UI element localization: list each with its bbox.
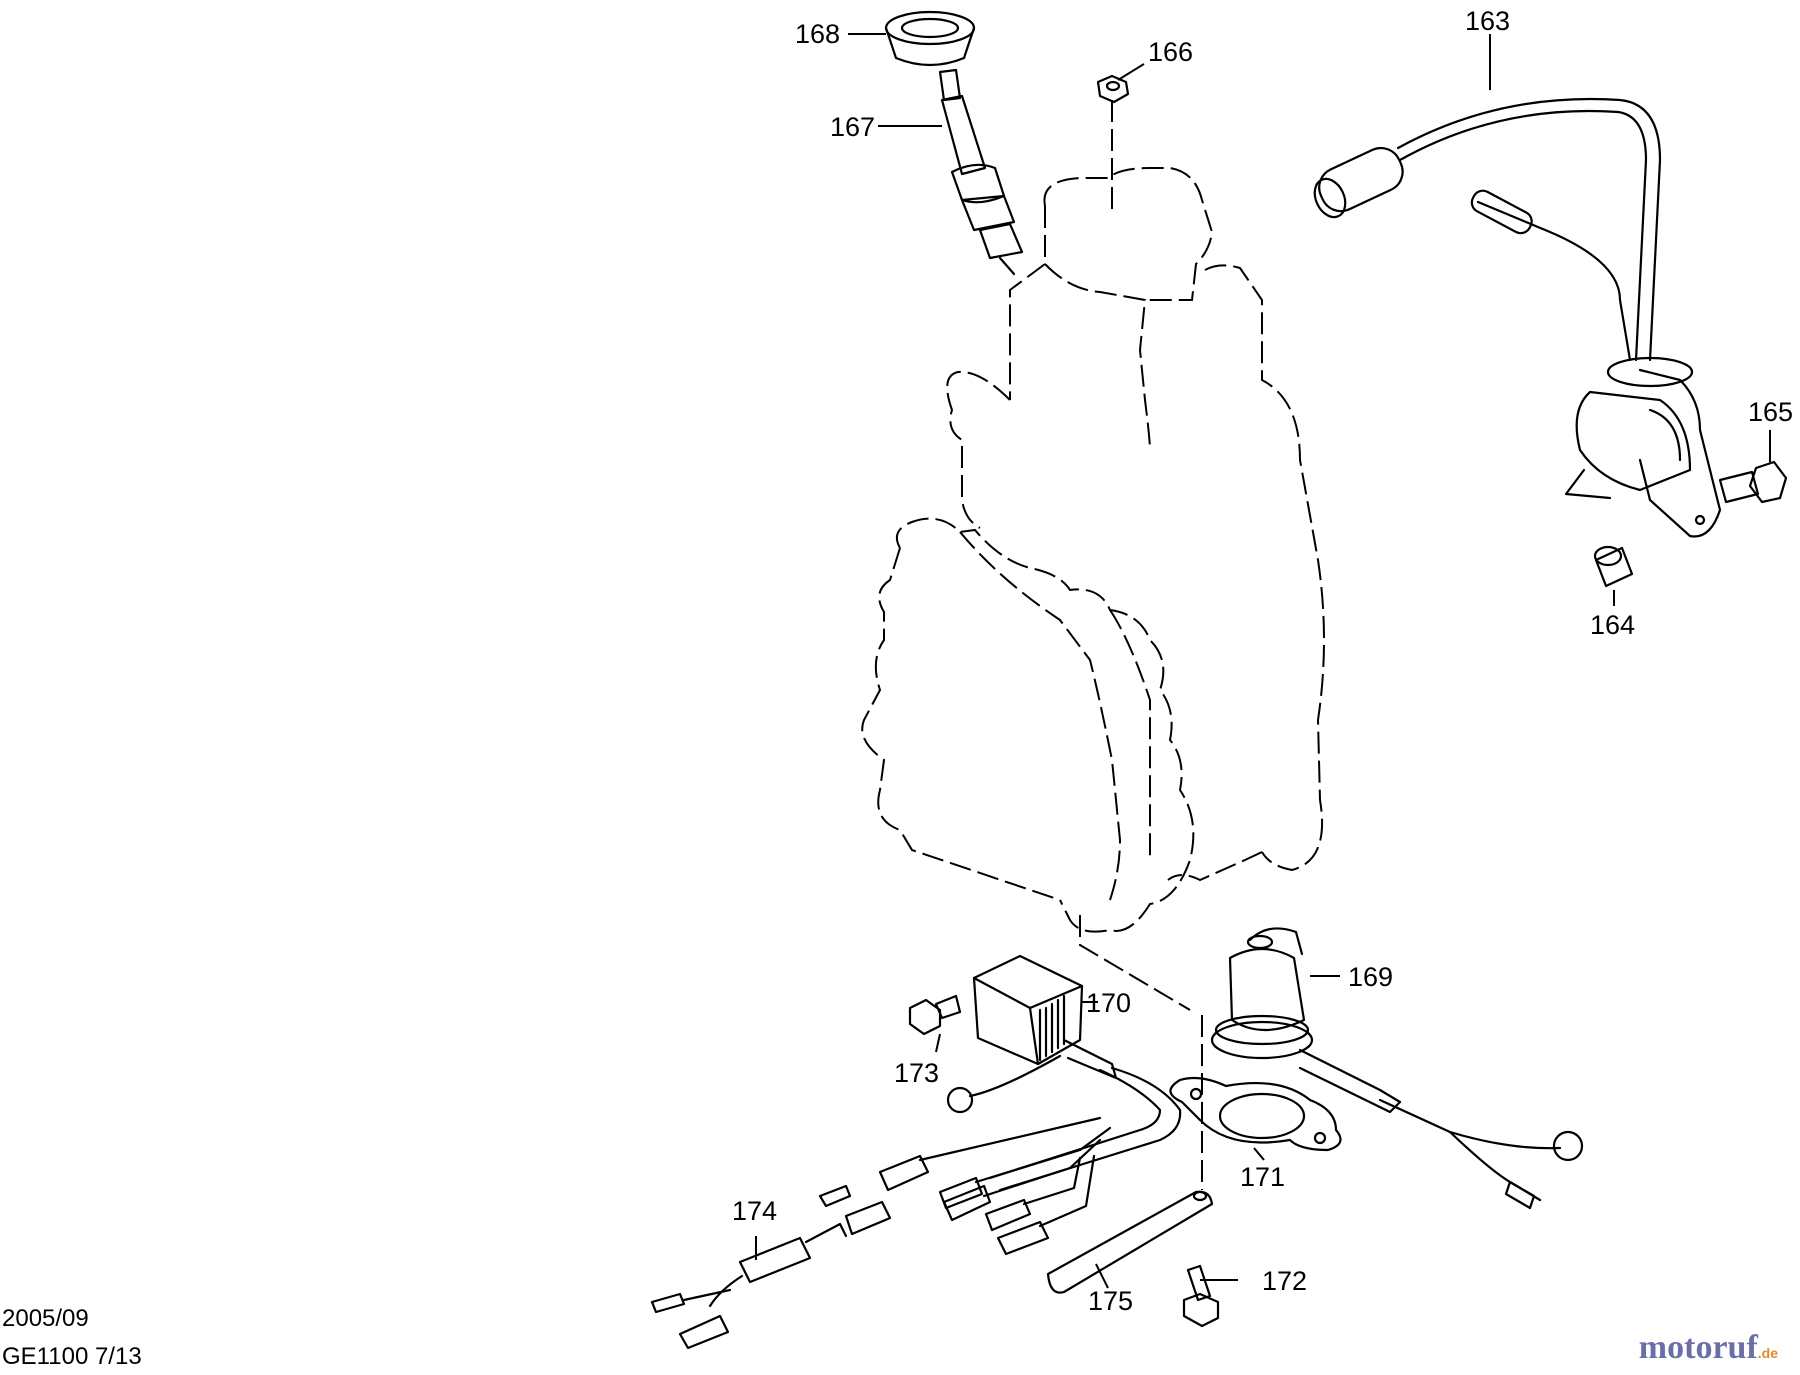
callout-172: 172: [1262, 1266, 1307, 1296]
callout-166: 166: [1148, 37, 1193, 67]
callout-169: 169: [1348, 962, 1393, 992]
callout-167: 167: [830, 112, 875, 142]
part-167-spark-plug[interactable]: [938, 68, 1024, 276]
part-173-bolt[interactable]: [908, 994, 962, 1036]
part-166-nut[interactable]: [1096, 74, 1130, 104]
callout-170: 170: [1086, 988, 1131, 1018]
footer-model-page: GE1100 7/13: [2, 1343, 142, 1370]
part-174-wire-harness[interactable]: [650, 1184, 892, 1350]
part-168-plug-cap[interactable]: [884, 10, 976, 67]
callout-163: 163: [1465, 6, 1510, 36]
callout-labels: 168 166 163 167 165 164 169 170 173 171 …: [732, 6, 1793, 1316]
engine-block-outline: [861, 100, 1325, 1190]
callout-173: 173: [894, 1058, 939, 1088]
footer-date: 2005/09: [2, 1305, 89, 1332]
part-171-gasket[interactable]: [1169, 1076, 1342, 1152]
part-172-bolt[interactable]: [1182, 1264, 1220, 1328]
part-163-ignition-lead[interactable]: [1309, 97, 1722, 538]
watermark-logo[interactable]: motoruf.de: [1639, 1329, 1778, 1367]
part-164-collar[interactable]: [1593, 545, 1634, 588]
callout-175: 175: [1088, 1286, 1133, 1316]
watermark-main: motoruf: [1638, 1329, 1758, 1366]
part-170-connectors[interactable]: [878, 1116, 1112, 1256]
callout-174: 174: [732, 1196, 777, 1226]
leader-lines: [755, 33, 1771, 1289]
part-165-bolt[interactable]: [1718, 460, 1788, 504]
watermark-sub: .de: [1757, 1345, 1778, 1361]
part-175-band[interactable]: [1046, 1190, 1214, 1294]
part-169-oil-sensor[interactable]: [1210, 927, 1584, 1210]
part-170-control-unit[interactable]: [946, 954, 1182, 1192]
callout-171: 171: [1240, 1162, 1285, 1192]
callout-165: 165: [1748, 397, 1793, 427]
callout-168: 168: [795, 19, 840, 49]
callout-164: 164: [1590, 610, 1635, 640]
